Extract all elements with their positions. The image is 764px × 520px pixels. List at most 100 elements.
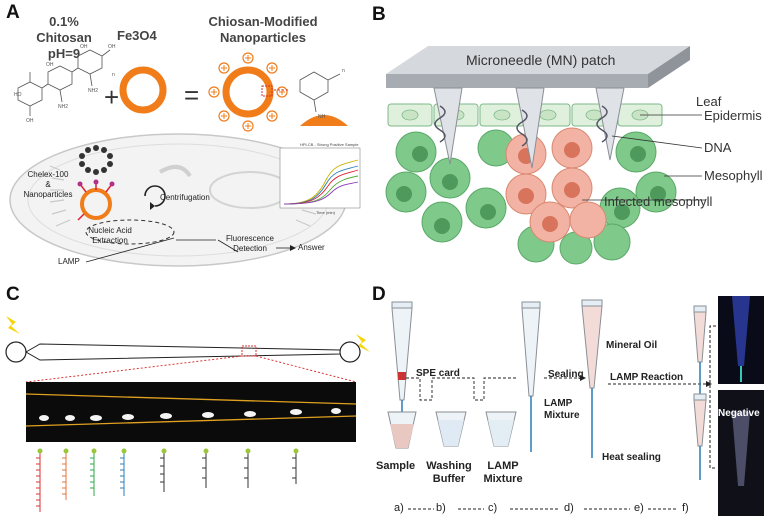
sealing-label: Sealing [548,369,584,380]
panel-b-letter: B [372,4,386,25]
spe-card-label: SPE card [416,368,460,379]
lamp-label: LAMP [58,257,80,266]
svg-text:OH: OH [108,44,116,50]
b-leader-lines [582,114,706,201]
modified-line1: Chiosan-Modified [208,14,318,29]
lightning-left-icon [6,316,20,334]
step-f: f) [682,502,689,514]
svg-text:OH: OH [80,44,88,50]
infected-label: Infected mesophyll [604,194,713,209]
reservoir-left [5,341,27,363]
chitosan-structure [17,49,111,116]
heat-sealing-label: Heat sealing [602,452,661,463]
zoom-molecule: NH n [299,68,348,126]
lamp-mixture-label: LAMP Mixture [544,398,580,422]
step-d: d) [564,502,574,514]
washing-tube [435,411,467,447]
chitosan-line1: 0.1% Chitosan [36,14,92,45]
leaf-label: Leaf [696,94,722,109]
dna-marker-ticks [36,457,296,507]
modified-line2: Nanoparticles [220,30,306,45]
svg-text:HPLCB - Strong Positive Sample: HPLCB - Strong Positive Sample [300,142,359,147]
panel-b-graphic [385,46,706,265]
flow-lines [406,377,706,401]
np-probe-cluster [77,179,115,221]
centrifugation-label: Centrifugation [160,193,210,202]
svg-text:HO: HO [14,92,22,98]
panel-c-letter: C [6,284,20,305]
fluorescence-line1: Fluorescence [225,234,275,243]
positive-label: Positive [720,284,759,295]
oil-pipette [581,299,603,458]
fluorescence-label: Fluorescence Detection [222,234,278,254]
lamp2-line2: Mixture [483,473,523,485]
patch-label: Microneedle (MN) patch [466,52,616,68]
lamp2-line1: LAMP [487,460,519,472]
nucleic-label: Nucleic Acid Extraction [80,226,140,246]
lamp-reaction-label: LAMP Reaction [610,372,684,383]
modified-label: Chiosan-Modified Nanoparticles [208,14,318,46]
lamp-mixture-line2: Mixture [544,410,580,421]
positive-tube [693,305,707,394]
equals-sign: = [184,80,199,110]
svg-text:OH: OH [26,118,34,124]
lamp-pipette [521,301,541,452]
microneedles [433,87,625,169]
panel-c-graphic [5,316,370,512]
dna-label: DNA [704,140,732,155]
chelex-line2: & [45,180,51,189]
epidermis-label: Epidermis [704,108,762,123]
svg-text:NH: NH [318,114,326,120]
fe3o4-nanoparticle [119,66,167,114]
washing-label: Washing Buffer [424,460,474,486]
answer-label: Answer [298,243,325,252]
chitosan-line2: pH=9 [47,46,81,61]
sample-label: Sample [376,460,416,472]
negative-tube [693,393,707,480]
chitosan-label: 0.1% Chitosan pH=9 [22,14,106,62]
fe3o4-label: Fe3O4 [117,28,157,43]
mn-patch-front [386,74,648,88]
svg-text:n: n [112,72,115,78]
svg-text:OH: OH [46,62,54,68]
panel-a-letter: A [6,2,20,23]
panel-d-graphic [387,296,764,516]
step-c: c) [488,502,498,514]
mesophyll-label: Mesophyll [704,168,763,183]
channel [24,343,341,361]
nucleic-line1: Nucleic Acid [88,226,132,235]
bead-ring [79,145,113,175]
step-b: b) [436,502,446,514]
chelex-label: Chelex-100 & Nanoparticles [22,170,74,200]
modified-nanoparticle [208,52,290,132]
washing-line1: Washing [426,460,472,472]
washing-line2: Buffer [432,473,466,485]
nucleic-line2: Extraction [92,236,128,245]
svg-text:n: n [342,68,345,74]
mesophyll-cells [385,129,677,265]
panel-d-letter: D [372,284,386,305]
lamp2-label: LAMP Mixture [478,460,528,486]
amplification-chart: HPLCB - Strong Positive Sample Time (min… [279,142,361,215]
result-bracket [709,325,716,469]
chelex-line3: Nanoparticles [23,190,73,199]
svg-text:NH2: NH2 [88,88,98,94]
dna-markers [39,452,297,512]
fluorescence-image [26,382,356,442]
svg-text:Time (min): Time (min) [316,210,336,215]
chelex-line1: Chelex-100 [27,170,69,179]
lamp-mixture-line1: LAMP [544,398,573,409]
mn-patch-side [648,46,690,88]
droplets [39,408,341,421]
sample-tube [387,301,417,449]
plus-sign: + [104,82,119,112]
negative-label: Negative [718,408,760,419]
fluorescence-line2: Detection [233,244,267,253]
rotation-arrow [144,185,166,207]
lamp-tube-1 [485,411,517,447]
mn-patch-top [386,46,690,74]
svg-text:NH2: NH2 [58,104,68,110]
reservoir-right [339,341,361,363]
